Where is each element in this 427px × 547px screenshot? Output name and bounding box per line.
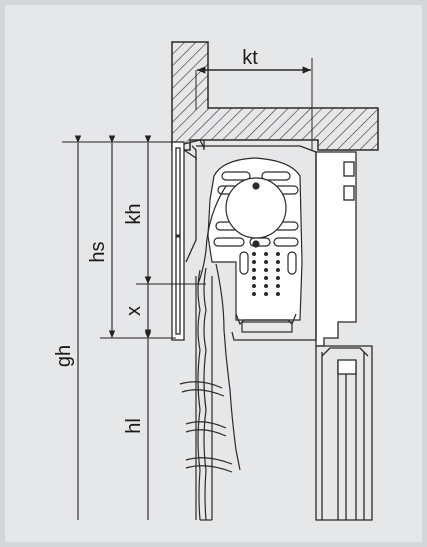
shutter-curtain (179, 185, 241, 521)
guide-rail (171, 139, 205, 341)
label-hl: hl (123, 418, 145, 434)
wall-lintel (171, 41, 379, 151)
shutter-box (191, 140, 317, 341)
label-kt: kt (242, 47, 258, 69)
label-x: x (123, 306, 145, 316)
label-hs: hs (87, 241, 109, 262)
label-gh: gh (53, 345, 75, 367)
dimension-kt (195, 58, 313, 150)
vertical-dimensions (62, 135, 206, 520)
label-kh: kh (123, 203, 145, 224)
drive-housing (207, 157, 303, 333)
window-frame (315, 151, 373, 521)
